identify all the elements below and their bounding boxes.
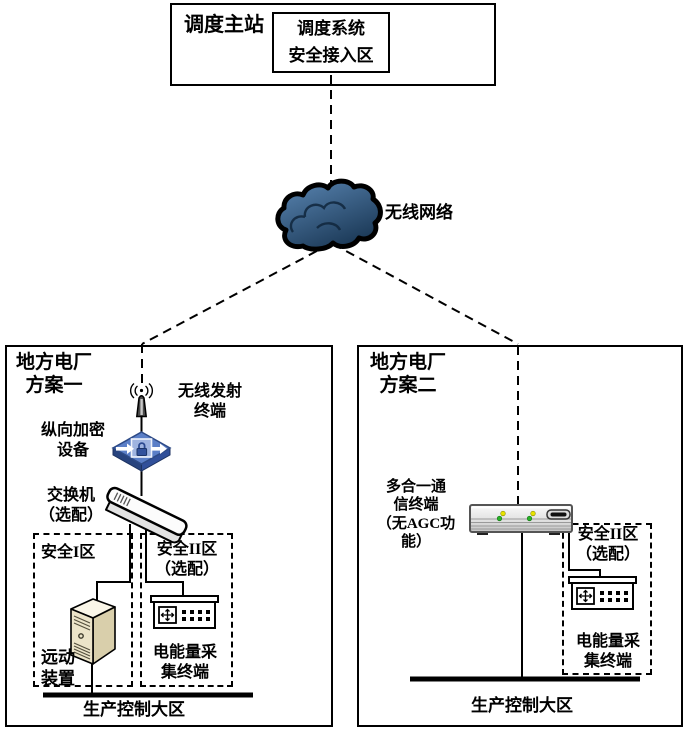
energy-meter-left-icon [150, 595, 219, 629]
switch-label: 交换机 （选配） [38, 487, 103, 524]
left-plant-title: 地方电厂 方案一 [15, 352, 92, 397]
security-zone2-right-box [562, 523, 652, 675]
link-terminal-to-right-meter [568, 531, 601, 579]
dispatch-master-label: 调度主站 [184, 14, 264, 36]
comm-terminal-icon [469, 504, 573, 535]
bus-right-label: 生产控制大区 [471, 696, 573, 715]
energy-meter-right-icon [568, 576, 637, 610]
link-switch-to-meter [145, 530, 184, 598]
rtu-server-icon [70, 598, 116, 665]
comm-terminal-label: 多合一通 信终端 （无AGC功 能） [376, 479, 456, 550]
right-plant-title: 地方电厂 方案二 [369, 352, 446, 397]
meter-right-label: 电能量采 集终端 [575, 633, 640, 670]
right-plant-box [357, 345, 683, 727]
antenna-icon [130, 382, 153, 418]
dashed-link-cloud-to-right-plant [332, 243, 519, 345]
security-zone2-left-label: 安全II区 （选配） [154, 541, 219, 578]
left-plant-box [5, 345, 333, 727]
rtu-label: 远动 装置 [41, 648, 75, 688]
security-zone1-label: 安全I区 [41, 544, 96, 561]
wireless-network-cloud-icon [275, 178, 383, 252]
meter-left-label: 电能量采 集终端 [152, 644, 217, 681]
dashed-link-cloud-to-left-plant [141, 243, 331, 345]
security-zone2-right-label: 安全II区 （选配） [575, 526, 640, 563]
security-zone2-left-box [140, 533, 233, 687]
encryptor-label: 纵向加密 设备 [40, 422, 105, 459]
encryption-device-icon [111, 431, 172, 472]
bus-left-label: 生产控制大区 [83, 700, 185, 719]
wireless-network-label: 无线网络 [385, 203, 453, 222]
secure-access-zone-box: 调度系统 安全接入区 [272, 12, 390, 73]
link-switch-to-rtu [96, 524, 131, 601]
security-zone1-left-box [33, 533, 133, 687]
dispatch-master-box [170, 3, 496, 86]
antenna-label: 无线发射 终端 [177, 383, 242, 420]
switch-icon [104, 486, 188, 544]
